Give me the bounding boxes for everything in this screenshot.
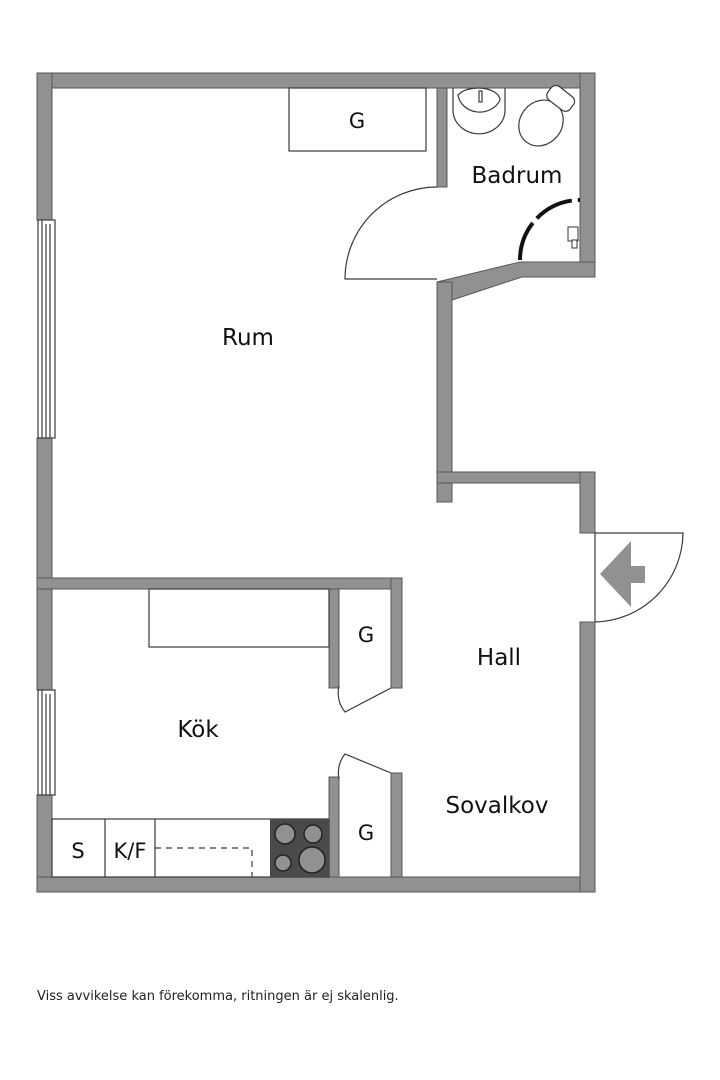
entrance-arrow-icon (600, 541, 645, 607)
room-label-hall: Hall (477, 645, 521, 671)
room-label-badrum: Badrum (472, 163, 563, 189)
walls (36, 72, 596, 893)
room-label-rum: Rum (222, 325, 274, 351)
closet-label-rum: G (349, 109, 365, 133)
shower-icon (518, 198, 581, 261)
fridge-freezer-label: K/F (114, 839, 147, 863)
disclaimer-text: Viss avvikelse kan förekomma, ritningen … (37, 989, 399, 1004)
room-label-kok: Kök (177, 717, 219, 743)
sink-label: S (71, 839, 84, 863)
bathroom-door-swing (344, 186, 438, 280)
washbasin-icon (452, 87, 506, 135)
closet-label-hall-lower: G (358, 821, 374, 845)
window-kok (37, 689, 56, 796)
rum-closet (288, 87, 427, 152)
closet-label-hall-upper: G (358, 623, 374, 647)
toilet-icon (518, 84, 576, 147)
kitchen-counter-upper (148, 588, 330, 648)
closet-door-lower[interactable] (337, 753, 392, 780)
stove-icon (270, 819, 329, 877)
window-rum (37, 219, 56, 439)
room-label-sovalkov: Sovalkov (446, 793, 549, 819)
entrance-door[interactable] (594, 532, 684, 623)
closet-door-upper[interactable] (337, 685, 392, 713)
